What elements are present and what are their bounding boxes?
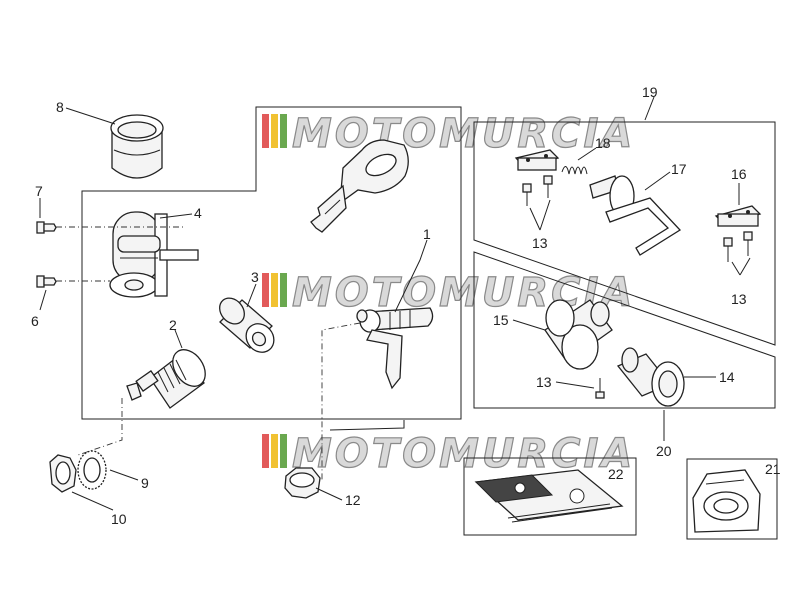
- key-part: [310, 139, 409, 233]
- lock-set-frame: [81, 106, 462, 420]
- callout-1: 1: [423, 226, 431, 242]
- tool-bag-part-21: [692, 469, 761, 533]
- screw-part-7: [36, 221, 57, 234]
- hook-kit-frame: [473, 121, 776, 346]
- callout-6: 6: [31, 313, 39, 329]
- callout-16: 16: [731, 166, 747, 182]
- hook-part-17: [589, 175, 682, 256]
- watermark-text: MOTOMURCIA: [292, 270, 635, 316]
- callout-8: 8: [56, 99, 64, 115]
- ignition-switch-part-4: [109, 211, 199, 298]
- callout-13-right: 13: [731, 291, 747, 307]
- hex-nut-part-12: [284, 467, 321, 499]
- screw-part-6: [36, 275, 57, 288]
- callout-7: 7: [35, 183, 43, 199]
- lock-washer-part-9: [77, 450, 107, 490]
- clip-part-upper: [514, 149, 560, 171]
- callout-13-lower: 13: [536, 374, 552, 390]
- callout-14: 14: [719, 369, 735, 385]
- callout-4: 4: [194, 205, 202, 221]
- watermark-text: MOTOMURCIA: [292, 111, 635, 157]
- screw-pair-upper: [522, 175, 553, 206]
- screw-pair-right: [723, 231, 753, 262]
- manual-frame: [463, 457, 637, 536]
- callout-15: 15: [493, 312, 509, 328]
- leader-lines: [39, 96, 751, 511]
- lock-body-part-15: [544, 299, 613, 370]
- callout-12: 12: [345, 492, 361, 508]
- lock-barrel-part-2: [126, 349, 206, 409]
- callout-10: 10: [111, 511, 127, 527]
- callout-18: 18: [595, 135, 611, 151]
- hex-nut-part-10: [49, 454, 77, 493]
- clip-part-16: [714, 205, 762, 227]
- watermark-middle: MOTOMURCIA: [262, 269, 635, 317]
- saddle-lock-part-1: [356, 307, 434, 390]
- bag-frame: [686, 458, 778, 540]
- callout-19: 19: [642, 84, 658, 100]
- spring-part-18: [561, 166, 588, 175]
- callout-21: 21: [765, 461, 781, 477]
- callout-2: 2: [169, 317, 177, 333]
- callout-22: 22: [608, 466, 624, 482]
- watermark-bottom: MOTOMURCIA: [262, 430, 633, 478]
- screw-part-13: [595, 378, 605, 399]
- sleeve-part-8: [110, 114, 164, 179]
- watermark-top: MOTOMURCIA: [262, 110, 635, 158]
- callout-17: 17: [671, 161, 687, 177]
- callout-20: 20: [656, 443, 672, 459]
- callout-3: 3: [251, 269, 259, 285]
- owners-manual-part-22: [474, 469, 624, 523]
- axis-line: [77, 398, 123, 456]
- sleeve-part-14: [616, 347, 685, 407]
- helmet-lock-frame: [473, 251, 776, 409]
- lock-cylinder-part-3: [219, 297, 275, 353]
- callout-13-upper: 13: [532, 235, 548, 251]
- callout-9: 9: [141, 475, 149, 491]
